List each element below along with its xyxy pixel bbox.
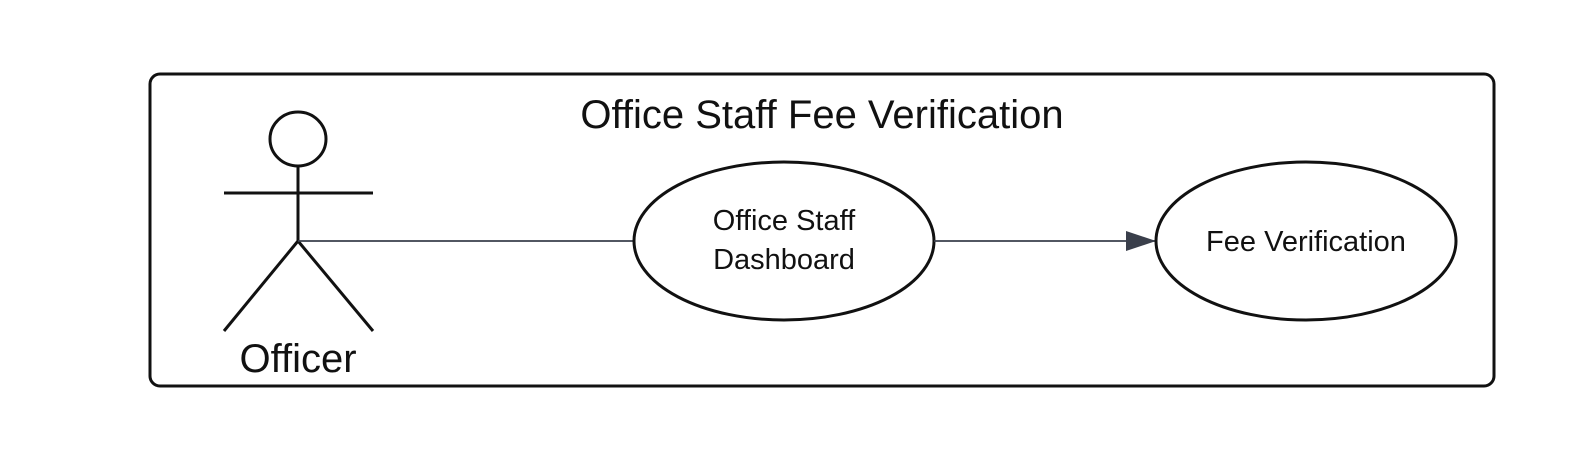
system-title: Office Staff Fee Verification [580,93,1063,137]
use-case-label-line1: Office Staff [713,205,856,237]
actor-label: Officer [239,337,356,381]
actor-left-leg [222,240,300,332]
use-case-fee-verification [1154,160,1458,322]
use-case-label: Fee Verification [1206,226,1406,258]
system-boundary [148,72,1496,388]
use-case-label-line2: Dashboard [713,244,855,276]
actor-officer-icon [222,110,375,332]
actor-head [268,110,328,168]
use-case-office-staff-dashboard [632,160,936,322]
actor-right-leg [296,240,375,332]
